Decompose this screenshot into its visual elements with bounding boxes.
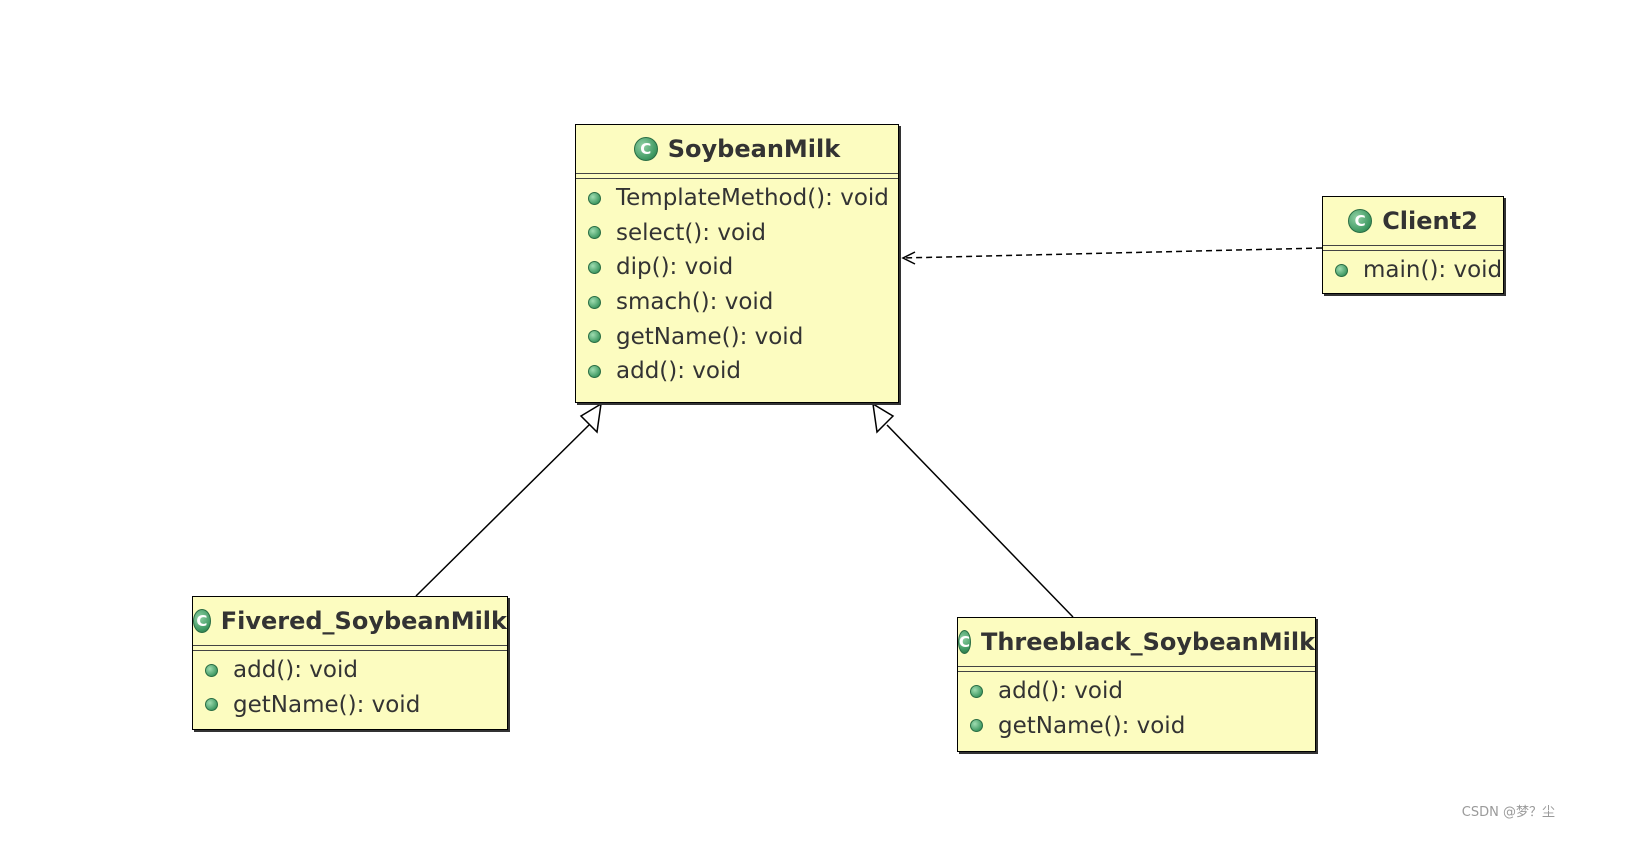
method-signature: main(): void [1363,257,1503,284]
method-item: main(): void [1323,253,1503,288]
method-signature: TemplateMethod(): void [616,185,889,212]
method-item: select(): void [576,216,898,251]
class-icon: C [957,630,971,654]
class-header: C SoybeanMilk [576,125,898,174]
methods-compartment: main(): void [1323,251,1503,288]
method-signature: smach(): void [616,289,774,316]
attributes-compartment [576,174,898,179]
public-method-icon [588,226,601,240]
method-signature: add(): void [998,678,1123,705]
class-icon: C [633,137,658,161]
attributes-compartment [193,646,507,651]
method-item: getName(): void [576,319,898,354]
public-method-icon [588,191,601,205]
class-icon: C [1348,209,1373,233]
generalization-arrowhead-fivered [579,402,602,434]
attributes-compartment [1323,246,1503,251]
class-name: Threeblack_SoybeanMilk [980,628,1316,656]
method-signature: getName(): void [998,712,1186,739]
attributes-compartment [958,667,1315,672]
method-item: getName(): void [958,709,1315,744]
dependency-line-client2-soybeanmilk [902,247,1323,259]
methods-compartment: TemplateMethod(): void select(): void di… [576,179,898,389]
method-signature: dip(): void [616,254,734,281]
method-item: add(): void [576,354,898,389]
method-signature: add(): void [233,657,358,684]
dependency-arrowhead [901,251,916,265]
public-method-icon [588,295,601,309]
methods-compartment: add(): void getName(): void [958,672,1315,743]
method-item: smach(): void [576,285,898,320]
class-name: Fivered_SoybeanMilk [220,607,507,635]
public-method-icon [205,663,218,677]
public-method-icon [1335,263,1348,277]
generalization-line-threeblack [886,424,1074,618]
public-method-icon [205,698,218,712]
method-item: add(): void [958,674,1315,709]
class-box-client2[interactable]: C Client2 main(): void [1322,196,1504,294]
class-box-soybeanmilk[interactable]: C SoybeanMilk TemplateMethod(): void sel… [575,124,899,403]
generalization-line-fivered [415,424,590,597]
class-box-threeblack-soybeanmilk[interactable]: C Threeblack_SoybeanMilk add(): void get… [957,617,1316,752]
class-name: SoybeanMilk [667,135,841,163]
watermark: CSDN @梦？尘 [1461,805,1555,820]
method-item: TemplateMethod(): void [576,181,898,216]
method-signature: select(): void [616,219,767,246]
class-box-fivered-soybeanmilk[interactable]: C Fivered_SoybeanMilk add(): void getNam… [192,596,508,730]
public-method-icon [970,719,983,733]
method-signature: getName(): void [233,691,421,718]
methods-compartment: add(): void getName(): void [193,651,507,722]
method-item: dip(): void [576,250,898,285]
method-item: getName(): void [193,688,507,723]
public-method-icon [970,684,983,698]
class-name: Client2 [1382,207,1478,235]
public-method-icon [588,330,601,344]
generalization-arrowhead-threeblack [872,402,895,434]
method-signature: add(): void [616,358,741,385]
method-item: add(): void [193,653,507,688]
method-signature: getName(): void [616,323,804,350]
class-icon: C [193,609,211,633]
public-method-icon [588,260,601,274]
public-method-icon [588,364,601,378]
class-header: C Fivered_SoybeanMilk [193,597,507,646]
class-header: C Client2 [1323,197,1503,246]
class-header: C Threeblack_SoybeanMilk [957,618,1316,667]
